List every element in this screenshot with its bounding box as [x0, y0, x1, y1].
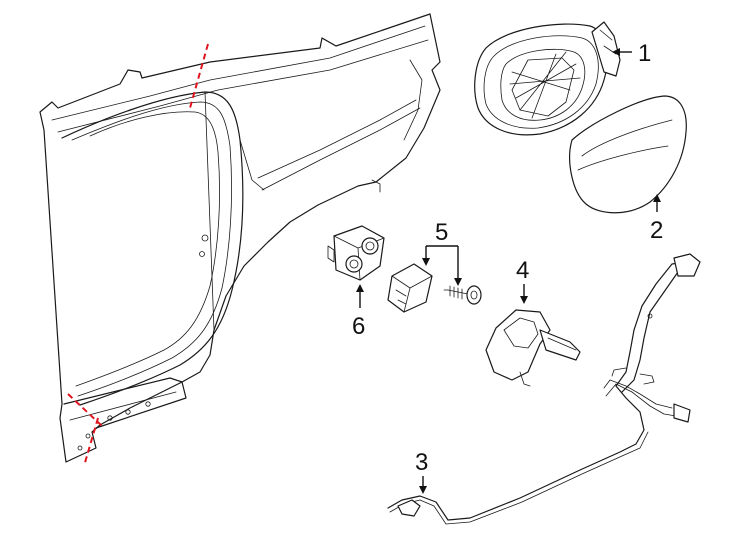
arrow-5a	[422, 258, 430, 266]
cut-line-lower-1	[67, 393, 103, 427]
callout-1: 1	[638, 40, 651, 67]
arrow-6	[356, 284, 364, 292]
callout-5: 5	[435, 219, 448, 246]
arrow-4	[520, 296, 528, 304]
actuator-bracket	[327, 225, 385, 281]
arrow-1	[612, 48, 620, 56]
fuel-filler-housing	[474, 21, 621, 136]
arrow-5b	[454, 278, 462, 286]
door-actuator	[387, 263, 433, 313]
fuel-door	[569, 95, 687, 214]
arrow-3	[419, 486, 427, 494]
arrow-2	[653, 194, 661, 202]
cut-line-lower-2	[83, 417, 99, 467]
cable-bracket	[485, 309, 581, 387]
callout-4: 4	[516, 257, 529, 284]
callout-2: 2	[650, 217, 663, 244]
release-cable	[387, 253, 701, 525]
cut-line-upper	[189, 43, 209, 109]
callout-6: 6	[352, 313, 365, 340]
screw	[443, 285, 482, 305]
callout-3: 3	[415, 449, 428, 476]
